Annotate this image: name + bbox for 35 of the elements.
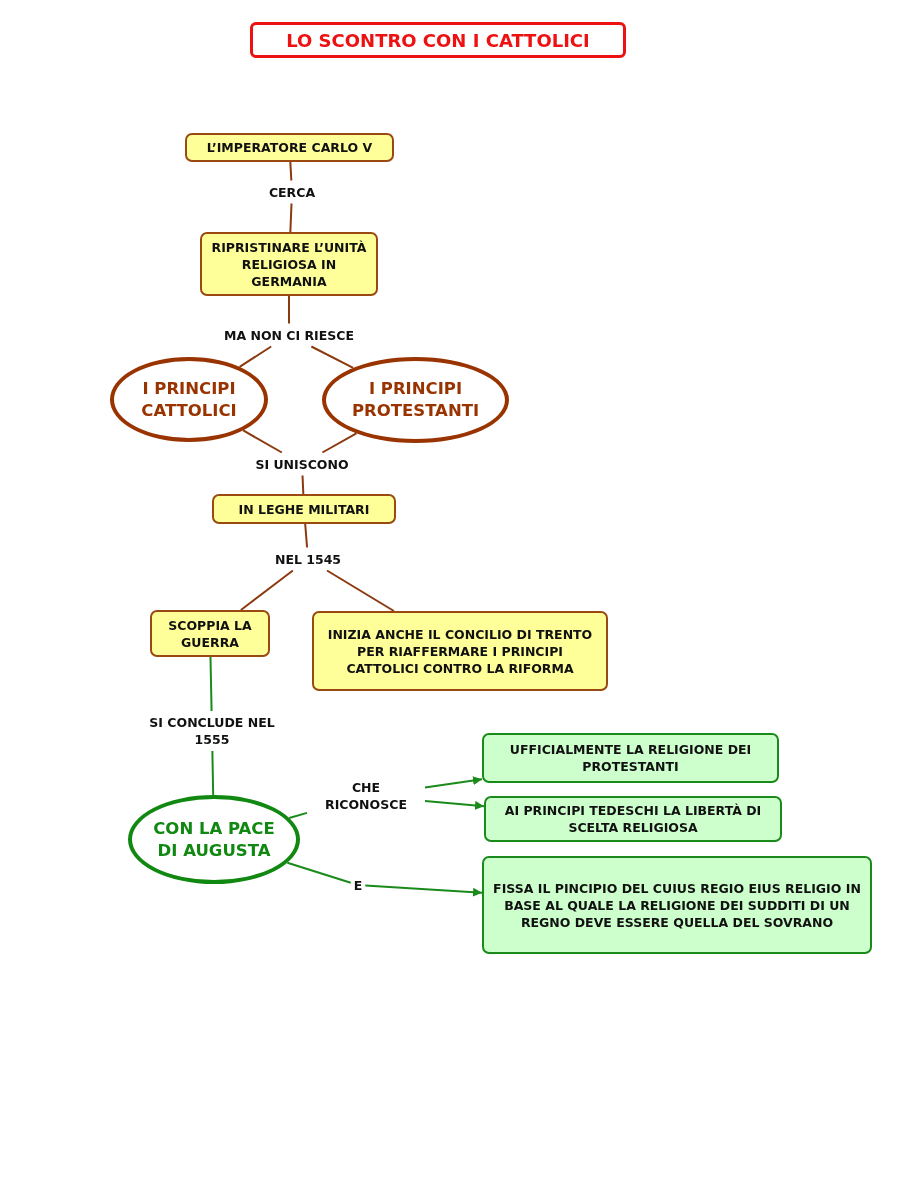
connector-line (304, 523, 309, 549)
connector-line (211, 750, 215, 796)
concept-box: AI PRINCIPI TEDESCHI LA LIBERTÀ DI SCELTA RELIGIOSA (484, 796, 782, 842)
concept-box: FISSA IL PINCIPIO DEL CUIUS REGIO EIUS RELIGIO IN BASE AL QUALE LA RELIGIONE DEI SUDDITI DI UN REGNO DEVE ESSERE QUELLA DEL SOVRANO (482, 856, 872, 954)
concept-box: INIZIA ANCHE IL CONCILIO DI TRENTO PER RIAFFERMARE I PRINCIPI CATTOLICI CONTRO LA RIFORMA (312, 611, 608, 691)
linking-phrase: SI CONCLUDE NEL 1555 (147, 712, 277, 750)
connector-line (238, 345, 273, 368)
arrow (424, 800, 485, 810)
linking-phrase: NEL 1545 (263, 549, 353, 569)
linking-phrase: E (348, 875, 368, 895)
linking-phrase: MA NON CI RIESCE (199, 325, 379, 345)
linking-phrase: SI UNISCONO (237, 454, 367, 474)
connector-line (326, 569, 395, 612)
concept-box: IN LEGHE MILITARI (212, 494, 396, 524)
linking-phrase: CHE RICONOSCE (310, 777, 422, 815)
concept-ellipse: CON LA PACE DI AUGUSTA (128, 795, 300, 884)
connector-line (242, 429, 283, 454)
connector-line (301, 474, 305, 495)
concept-box: SCOPPIA LA GUERRA (150, 610, 270, 657)
connector-line (289, 202, 293, 233)
connector-line (288, 295, 290, 325)
connector-line (239, 569, 294, 611)
linking-phrase: CERCA (252, 182, 332, 202)
connector-line (310, 345, 355, 369)
connector-line (289, 161, 293, 182)
concept-ellipse: I PRINCIPI CATTOLICI (110, 357, 268, 442)
concept-box: UFFICIALMENTE LA RELIGIONE DEI PROTESTANTI (482, 733, 779, 783)
connector-line (321, 432, 358, 454)
connector-line (209, 656, 213, 712)
arrow (424, 776, 483, 789)
concept-box: RIPRISTINARE L’UNITÀ RELIGIOSA IN GERMANIA (200, 232, 378, 296)
title: LO SCONTRO CON I CATTOLICI (250, 22, 626, 58)
arrow (364, 884, 483, 897)
concept-ellipse: I PRINCIPI PROTESTANTI (322, 357, 509, 443)
concept-box: L’IMPERATORE CARLO V (185, 133, 394, 162)
